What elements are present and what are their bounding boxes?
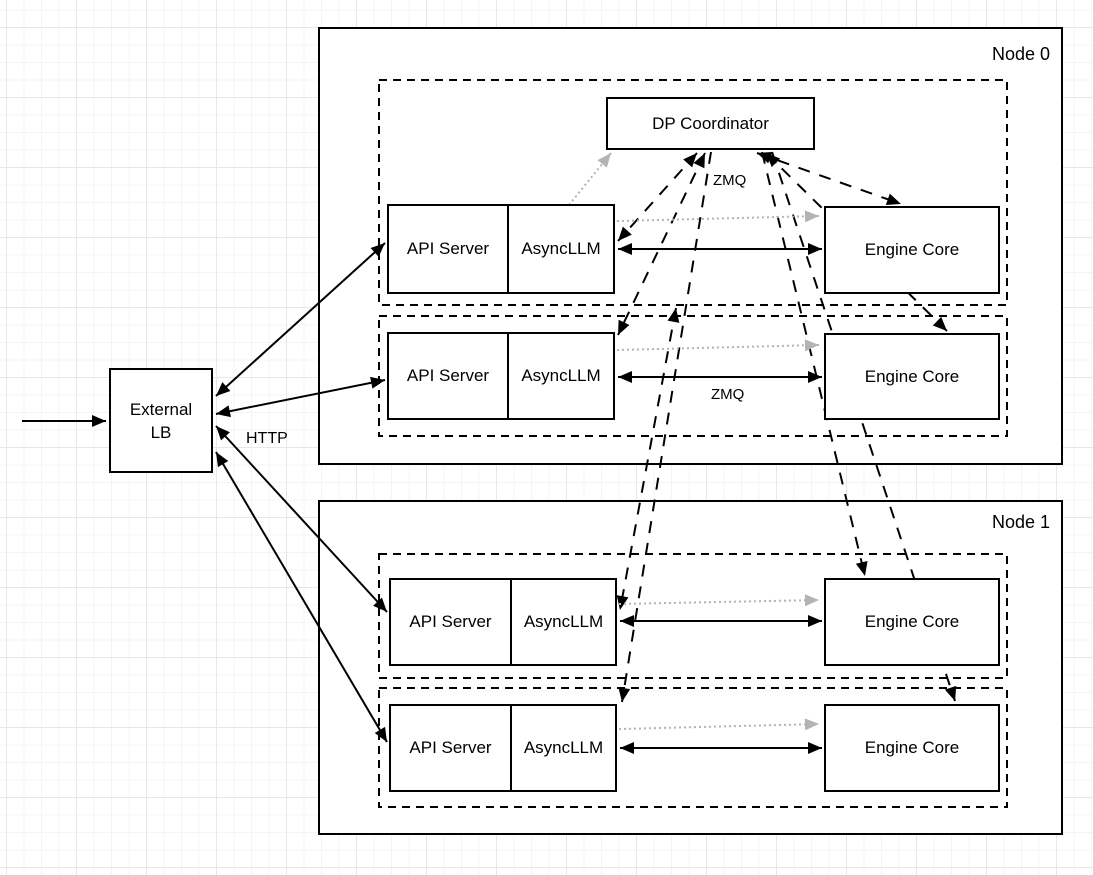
zmq-label-middle: ZMQ <box>711 386 745 403</box>
api-server-cell: API Server <box>391 580 512 664</box>
engine-core-box-n1r2: Engine Core <box>824 704 1000 792</box>
engine-core-box-n0r2: Engine Core <box>824 333 1000 420</box>
api-server-cell: API Server <box>389 206 509 292</box>
dashed-dp-engine-n0r1 <box>756 152 902 205</box>
dotted-async-engine-n0r2 <box>616 339 820 352</box>
node1-row2-container <box>378 687 1008 808</box>
asyncllm-cell: AsyncLLM <box>521 239 601 258</box>
arrow-lb-api-n0r1 <box>215 242 386 397</box>
arrow-lb-api-n1r1 <box>215 425 388 613</box>
asyncllm-cell: AsyncLLM <box>523 738 604 757</box>
engine-core-label: Engine Core <box>864 612 960 631</box>
dp-coordinator-label: DP Coordinator <box>652 113 769 133</box>
external-lb-label-line1: External <box>129 399 193 419</box>
http-label: HTTP <box>246 430 288 447</box>
api-server-cell: API Server <box>391 706 512 790</box>
engine-core-label: Engine Core <box>864 366 960 386</box>
frontend-box-n1r1: API Server AsyncLLM <box>389 578 617 666</box>
arrow-lb-api-n1r2 <box>215 451 388 743</box>
dotted-async-engine-n1r2 <box>618 718 820 731</box>
arrow-lb-api-n0r2 <box>215 376 386 418</box>
engine-core-box-n1r1: Engine Core <box>824 578 1000 666</box>
dp-coordinator-box: DP Coordinator <box>606 97 815 150</box>
dotted-async-engine-n0r1 <box>616 210 820 223</box>
dashed-dp-engine-n1r1 <box>761 151 868 577</box>
zmq-label-top: ZMQ <box>713 172 747 189</box>
external-lb-label-line2: LB <box>150 422 172 442</box>
external-lb-box: External LB <box>109 368 213 473</box>
dotted-async-engine-n1r1 <box>618 594 820 607</box>
frontend-box-n0r2: API Server AsyncLLM <box>387 332 615 420</box>
asyncllm-cell: AsyncLLM <box>521 366 601 385</box>
dotted-async-dp <box>568 152 612 206</box>
frontend-box-n0r1: API Server AsyncLLM <box>387 204 615 294</box>
api-server-cell: API Server <box>389 334 509 418</box>
node0-label: Node 0 <box>991 44 1050 64</box>
node1-label: Node 1 <box>991 512 1050 532</box>
engine-core-label: Engine Core <box>864 240 960 259</box>
dashed-dp-async-n0r1 <box>617 152 698 242</box>
dashed-dp-async-n0r2 <box>617 152 706 336</box>
asyncllm-cell: AsyncLLM <box>523 612 604 631</box>
frontend-box-n1r2: API Server AsyncLLM <box>389 704 617 792</box>
engine-core-label: Engine Core <box>864 738 960 757</box>
engine-core-box-n0r1: Engine Core <box>824 206 1000 294</box>
dashed-async-n1r1-up <box>616 307 680 611</box>
